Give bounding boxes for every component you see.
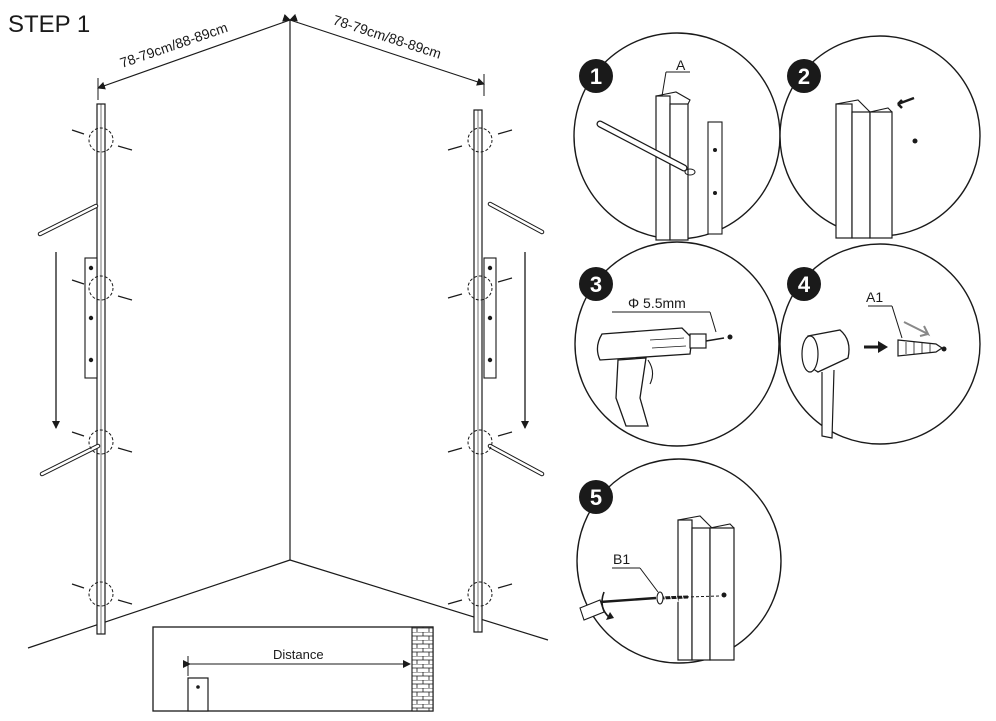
floor-line-left xyxy=(27,559,291,649)
wall-plug-icon xyxy=(897,339,944,357)
brick-wall-icon xyxy=(411,626,434,712)
dimension-label-left: 78-79cm/88-89cm xyxy=(118,19,230,71)
detail-4-callout: A1 xyxy=(866,289,883,305)
profile-section-icon xyxy=(187,677,209,712)
marked-hole xyxy=(912,138,918,144)
step-badge-3 xyxy=(579,267,613,301)
distance-label: Distance xyxy=(273,647,324,662)
drill-marks-right xyxy=(467,127,493,607)
detail-5-callout: B1 xyxy=(613,551,630,567)
step-badge-1 xyxy=(579,59,613,93)
detail-1: A 1 xyxy=(573,32,781,241)
drill-marks-left xyxy=(88,127,114,607)
drill-icon xyxy=(596,327,725,427)
spirit-level-detail xyxy=(707,121,723,235)
right-wall-profile xyxy=(447,109,545,633)
screw-marks-left xyxy=(71,129,133,605)
dimension-arrow-right xyxy=(282,14,485,86)
insert-arrow-icon xyxy=(903,321,931,337)
detail-1-callout: A xyxy=(676,57,686,73)
hammer-arrow-icon xyxy=(878,341,888,353)
floor-line-right xyxy=(289,559,549,641)
hammer-icon xyxy=(801,329,850,439)
arrow-remove-icon xyxy=(897,96,915,109)
dimension-arrow-left xyxy=(97,13,298,90)
step-badge-2 xyxy=(787,59,821,93)
step-badge-3-number: 3 xyxy=(590,272,602,297)
screw-icon xyxy=(656,591,689,605)
detail-4: A1 4 xyxy=(779,243,981,445)
detail-2: 2 xyxy=(779,35,981,239)
step-badge-4-number: 4 xyxy=(798,272,811,297)
step-badge-2-number: 2 xyxy=(798,64,810,89)
screw-marks-right xyxy=(447,129,513,605)
detail-5: B1 5 xyxy=(576,458,782,664)
step-badge-1-number: 1 xyxy=(590,64,602,89)
step-badge-5 xyxy=(579,480,613,514)
step-title: STEP 1 xyxy=(8,11,90,38)
room-corner-view: 78-79cm/88-89cm 78-79cm/88-89cm xyxy=(27,12,549,649)
detail-3-callout: Φ 5.5mm xyxy=(628,295,686,311)
step-badge-5-number: 5 xyxy=(590,485,602,510)
left-wall-profile xyxy=(37,103,133,635)
dimension-label-right: 78-79cm/88-89cm xyxy=(331,12,443,62)
distance-inset: Distance xyxy=(152,626,434,712)
step-badge-4 xyxy=(787,267,821,301)
detail-3: Φ 5.5mm 3 xyxy=(574,241,780,447)
